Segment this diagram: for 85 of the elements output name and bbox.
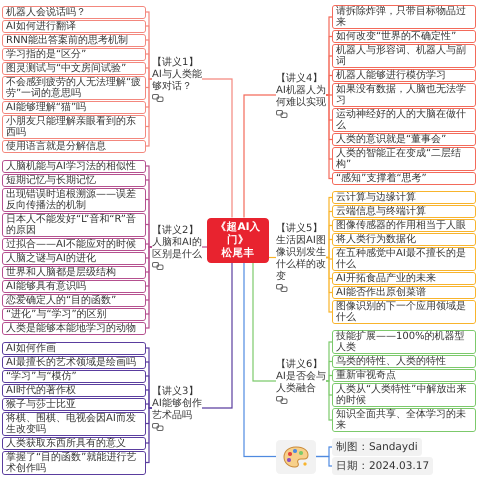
subtopic-card: 鸟类的特性、人类的特性 xyxy=(332,355,476,368)
connector-line xyxy=(243,94,276,218)
subtopic-card: 掌握了“目的函数”就能进行艺术创作吗 xyxy=(2,450,146,474)
subtopic-card: AI能否作出原创菜谱 xyxy=(332,286,476,299)
subtopic-card: 使用语言就是分解信息 xyxy=(2,140,146,152)
subtopic-card: AI能够理解“猫”吗 xyxy=(2,100,146,114)
subtopic-card: AI如何进行翻译 xyxy=(2,20,146,32)
connector-line xyxy=(252,262,276,382)
subtopic-card: AI能够具有意识吗 xyxy=(2,280,146,292)
subtopic-card: 技能扩展——100%的机器型人类 xyxy=(332,330,476,354)
subtopic-card: 恋爱确定人的“目的函数” xyxy=(2,294,146,306)
connector-line xyxy=(146,78,152,147)
subtopic-card: 小朋友只能理解亲眼看到的东西吗 xyxy=(2,114,146,138)
subtopic-card: 不会感到疲劳的人无法理解“疲劳”一词的意思吗 xyxy=(2,76,146,100)
subtopic-card: 人脑机能与AI学习法的相似性 xyxy=(2,160,146,172)
lecture-title: AI与人类能够对话？ xyxy=(152,68,202,92)
lecture-number: 【讲义2】 xyxy=(152,224,200,236)
subtopic-card: 过拟合——AI不能应对的时候 xyxy=(2,238,146,250)
lecture-title: 人脑和AI的区别是什么 xyxy=(152,236,202,260)
connector-line xyxy=(146,67,152,80)
connector-line xyxy=(316,456,332,467)
subtopic-card: 图灵测试与“中文房间试验” xyxy=(2,62,146,74)
central-topic xyxy=(207,218,269,262)
subtopic-card: 知识全面共享、全体学习的未来 xyxy=(332,408,476,432)
connector-line xyxy=(146,246,152,329)
subtopic-card: 猴子与莎士比亚 xyxy=(2,398,146,410)
author-name: 松尾丰 xyxy=(220,246,256,260)
subtopic-card: 世界和人脑都是层级结构 xyxy=(2,266,146,278)
lecture-number: 【讲义6】 xyxy=(276,358,324,370)
connector-line xyxy=(326,374,332,382)
connector-line xyxy=(326,238,332,258)
subtopic-card: 图像识别的下一个应用领域是什么 xyxy=(332,300,476,324)
lecture-title: 生活因AI图像识别发生什么样的改变 xyxy=(276,235,326,283)
subtopic-card: 出现错误时追根溯源——误差反向传播法的机制 xyxy=(2,188,146,212)
subtopic-card: 图像传感器的作用相当于人眼 xyxy=(332,219,476,232)
subtopic-card: 机器人会说话吗？ xyxy=(2,6,146,18)
connector-line xyxy=(326,256,332,313)
lecture-number: 【讲义3】 xyxy=(152,386,200,398)
lecture-title: AI能够创作艺术品吗 xyxy=(152,398,202,422)
subtopic-card: RNN能出答案前的思考机制 xyxy=(2,34,146,46)
subtopic-card: 如果没有数据，人脑也无法学习 xyxy=(332,83,476,107)
subtopic-card: 人类的智能正在变成“二层结构” xyxy=(332,147,476,171)
subtopic-card: 人类是能够本能地学习的动物 xyxy=(2,322,146,334)
connector-line xyxy=(326,74,332,96)
info-tag: 日期：2024.03.17 xyxy=(332,457,434,475)
subtopic-card: 机器人与形容词、机器人与副词 xyxy=(332,44,476,68)
subtopic-card: 云计算与边缘计算 xyxy=(332,191,476,204)
subtopic-card: 人类获取东西所具有的意义 xyxy=(2,436,146,450)
lecture-title: AI机器人为何难以实现 xyxy=(276,84,326,108)
subtopic-card: 人类从“人类特性”中解放出来的时候 xyxy=(332,383,476,407)
subtopic-card: “学习”与“模仿” xyxy=(2,370,146,382)
subtopic-card: 如何改变“世界的不确定性” xyxy=(332,30,476,43)
lecture-number: 【讲义1】 xyxy=(152,56,200,68)
lecture-number: 【讲义5】 xyxy=(276,223,324,234)
lecture-number: 【讲义4】 xyxy=(276,72,324,84)
connector-line xyxy=(202,262,233,409)
subtopic-card: 将棋、围棋、电视会因AI而发生改变吗 xyxy=(2,412,146,436)
subtopic-card: 日本人不能发好“L”音和“R”音的原因 xyxy=(2,212,146,236)
lecture-title: AI是否会与人类融合 xyxy=(276,370,326,394)
connector-line xyxy=(146,407,152,464)
subtopic-card: 短期记忆与长期记忆 xyxy=(2,174,146,186)
info-tag: 制图：Sandaydi xyxy=(332,438,422,456)
subtopic-card: 人脑之谜与AI的进化 xyxy=(2,252,146,264)
subtopic-card: 重新审视奇点 xyxy=(332,369,476,382)
connector-line xyxy=(146,403,152,409)
subtopic-card: 将人类行为数据化 xyxy=(332,233,476,246)
connector-line xyxy=(202,78,233,218)
icon-card xyxy=(276,440,316,474)
subtopic-card: AI最擅长的艺术领域是绘画吗 xyxy=(2,356,146,368)
subtopic-card: 人类的意识就是“董事会” xyxy=(332,133,476,146)
subtopic-card: “进化”与“学习”的区别 xyxy=(2,308,146,320)
subtopic-card: 运动神经好的人的大脑在做什么 xyxy=(332,108,476,132)
connector-line xyxy=(243,262,276,458)
subtopic-card: AI时代的著作权 xyxy=(2,384,146,396)
connector-line xyxy=(326,380,332,421)
subtopic-card: 云端信息与终端计算 xyxy=(332,205,476,218)
subtopic-card: 学习指的是“区分” xyxy=(2,48,146,60)
subtopic-card: AI如何作画 xyxy=(2,342,146,354)
subtopic-card: AI开拓食品产业的未来 xyxy=(332,272,476,285)
subtopic-card: 在五种感觉中AI最不擅长的是什么 xyxy=(332,247,476,271)
book-title: 《超AI入门》 xyxy=(214,220,262,246)
subtopic-card: “感知”支撑着“思考” xyxy=(332,172,476,185)
subtopic-card: 请拆除炸弹，只带目标物品过来 xyxy=(332,5,476,29)
connector-line xyxy=(326,94,332,180)
subtopic-card: 机器人能够进行模仿学习 xyxy=(332,69,476,82)
